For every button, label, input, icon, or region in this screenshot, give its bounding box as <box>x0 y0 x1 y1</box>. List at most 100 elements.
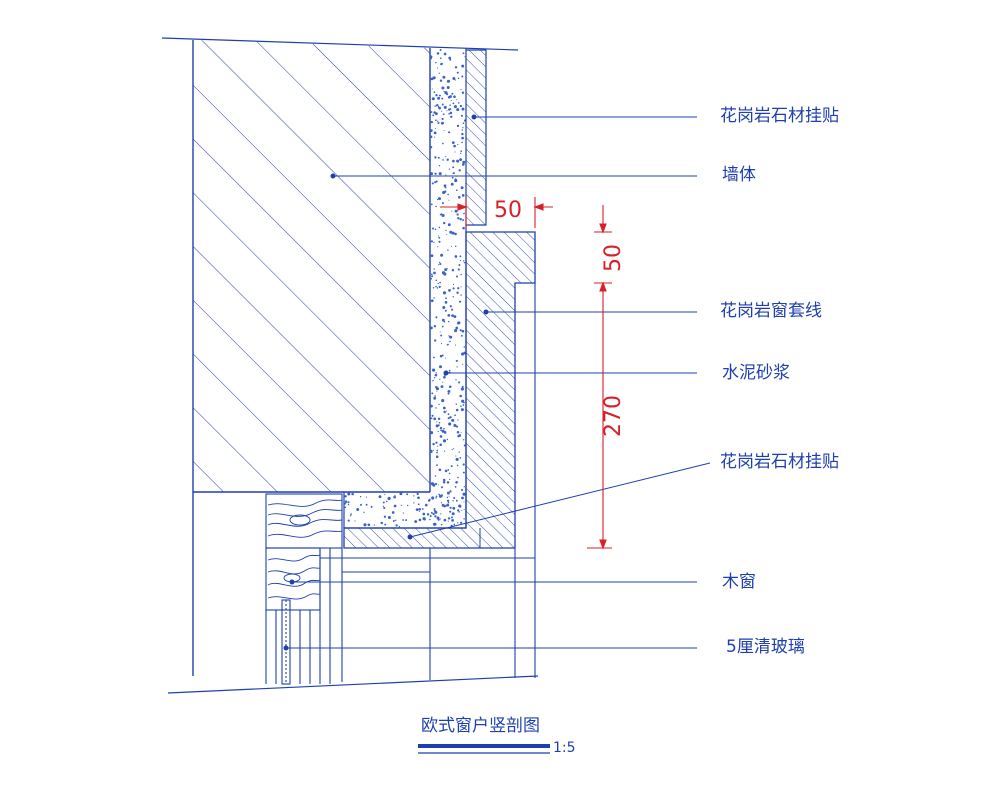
mortar-speckle <box>441 202 444 205</box>
mortar-speckle <box>439 518 441 520</box>
mortar-speckle <box>460 488 464 491</box>
mortar-speckle <box>455 275 459 278</box>
mortar-speckle <box>461 129 463 131</box>
mortar-speckle <box>433 417 437 421</box>
mortar-speckle <box>441 399 445 403</box>
mortar-speckle <box>445 229 447 232</box>
mortar-speckle <box>460 152 462 155</box>
mortar-speckle <box>439 435 443 438</box>
mortar-speckle <box>380 521 383 525</box>
mortar-speckle <box>444 186 447 189</box>
mortar-speckle <box>452 287 455 290</box>
mortar-speckle <box>446 503 450 507</box>
mortar-speckle <box>435 104 438 107</box>
mortar-speckle <box>430 431 434 435</box>
mortar-speckle <box>462 52 465 55</box>
mortar-speckle <box>429 55 433 59</box>
mortar-speckle <box>383 506 386 509</box>
mortar-speckle <box>413 502 415 504</box>
mortar-speckle <box>418 508 421 511</box>
mortar-speckle <box>464 56 466 58</box>
mortar-speckle <box>462 219 465 222</box>
mortar-speckle <box>429 404 433 408</box>
mortar-speckle <box>460 286 462 288</box>
mortar-speckle <box>441 110 443 112</box>
mortar-speckle <box>443 184 447 188</box>
mortar-speckle <box>436 421 438 423</box>
mortar-speckle <box>450 465 453 468</box>
mortar-speckle <box>431 182 434 185</box>
mortar-speckle <box>454 232 457 236</box>
mortar-speckle <box>448 341 450 343</box>
mortar-speckle <box>435 285 437 288</box>
mortar-speckle <box>439 57 442 60</box>
mortar-speckle <box>439 378 441 381</box>
mortar-speckle <box>435 316 438 319</box>
mortar-speckle <box>442 306 446 309</box>
dim-vertical-270: 270 <box>601 395 626 437</box>
mortar-speckle <box>344 495 347 498</box>
mortar-speckle <box>432 442 435 446</box>
mortar-speckle <box>429 135 433 139</box>
mortar-speckle <box>448 168 451 170</box>
mortar-speckle <box>459 259 461 262</box>
mortar-speckle <box>461 75 464 78</box>
mortar-speckle <box>447 392 450 395</box>
mortar-speckle <box>365 503 368 506</box>
mortar-speckle <box>463 346 466 348</box>
mortar-speckle <box>460 88 462 91</box>
mortar-speckle <box>440 502 443 504</box>
dim-horizontal-50: 50 <box>494 198 522 223</box>
mortar-speckle <box>448 495 450 497</box>
mortar-speckle <box>447 517 451 520</box>
mortar-speckle <box>434 136 436 138</box>
label-clear-glass: 5厘清玻璃 <box>726 637 805 657</box>
label-wall: 墙体 <box>722 165 756 185</box>
mortar-speckle <box>435 455 439 458</box>
mortar-speckle <box>451 512 455 516</box>
mortar-speckle <box>347 501 350 504</box>
mortar-speckle <box>431 88 433 90</box>
mortar-speckle <box>459 505 462 508</box>
mortar-speckle <box>443 427 445 430</box>
mortar-speckle <box>430 111 432 113</box>
mortar-speckle <box>446 93 449 96</box>
mortar-speckle <box>441 86 445 90</box>
mortar-speckle <box>450 245 453 247</box>
mortar-speckle <box>452 506 456 510</box>
mortar-speckle <box>441 97 444 100</box>
mortar-speckle <box>440 385 444 389</box>
mortar-speckle <box>461 399 465 403</box>
mortar-speckle <box>451 308 454 311</box>
label-granite-window-trim: 花岗岩窗套线 <box>720 301 822 321</box>
mortar-speckle <box>440 253 444 257</box>
mortar-speckle <box>441 121 445 125</box>
mortar-speckle <box>448 112 450 115</box>
drawing-scale: 1:5 <box>553 740 576 756</box>
mortar-speckle <box>454 344 456 346</box>
mortar-speckle <box>438 236 441 239</box>
dimensions <box>440 197 612 550</box>
mortar-speckle <box>437 96 441 100</box>
mortar-speckle <box>414 520 418 523</box>
mortar-speckle <box>460 114 463 117</box>
mortar-speckle <box>462 492 466 496</box>
mortar-speckle <box>442 439 447 443</box>
mortar-speckle <box>383 515 387 518</box>
mortar-speckle <box>418 518 422 522</box>
mortar-speckle <box>442 159 444 161</box>
mortar-speckle <box>462 363 464 365</box>
mortar-speckle <box>434 228 437 231</box>
mortar-speckle <box>451 519 454 522</box>
mortar-speckle <box>450 182 454 186</box>
mortar-speckle <box>350 513 352 515</box>
mortar-speckle <box>457 321 461 325</box>
mortar-speckle <box>452 77 456 80</box>
mortar-speckle <box>453 95 456 98</box>
mortar-speckle <box>443 105 447 109</box>
mortar-speckle <box>438 285 441 288</box>
mortar-speckle <box>438 72 440 74</box>
mortar-speckle <box>449 510 452 513</box>
mortar-speckle <box>398 526 401 528</box>
mortar-speckle <box>433 131 437 135</box>
